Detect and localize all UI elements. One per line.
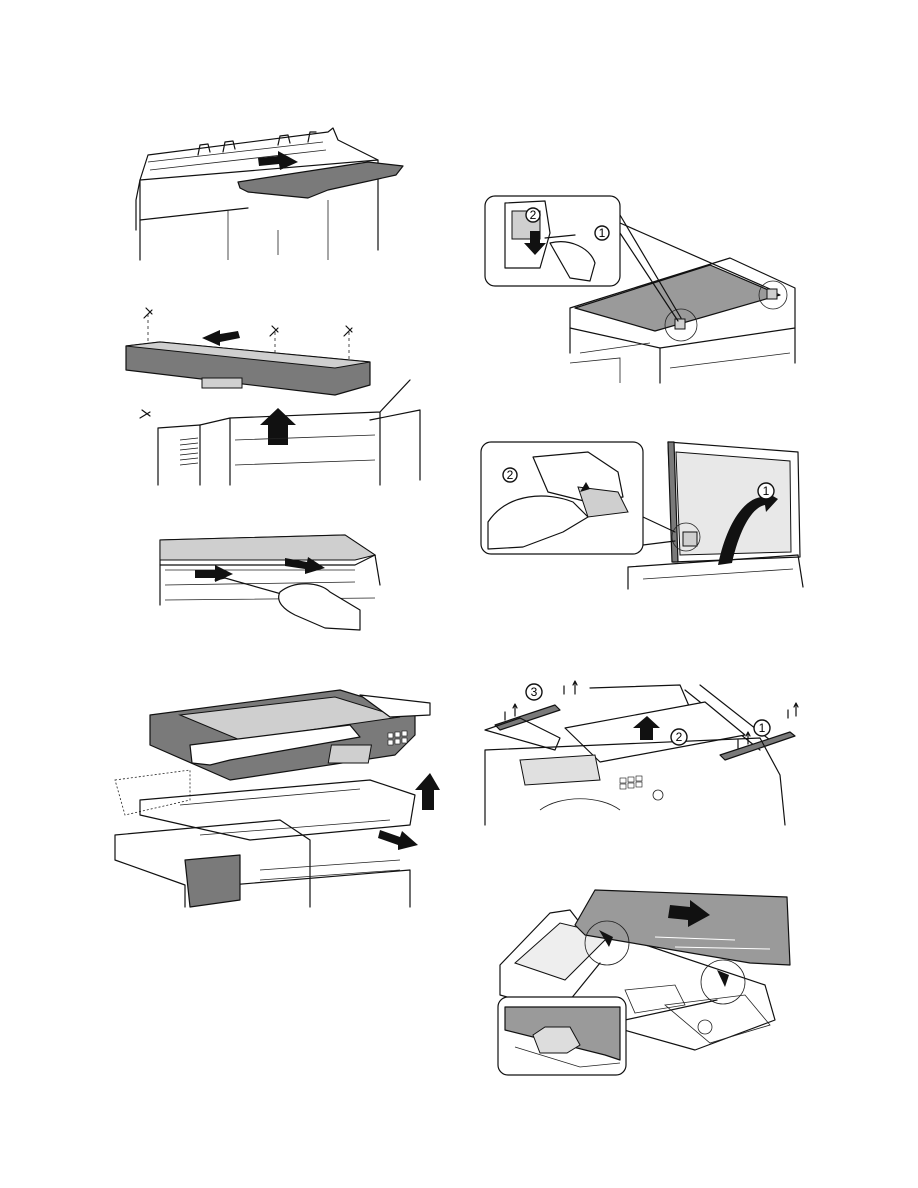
tray-removal-illustration	[128, 120, 408, 265]
svg-text:1: 1	[763, 484, 770, 498]
figure-right-2: 2 1	[478, 437, 808, 589]
figure-left-3	[155, 530, 385, 640]
screw-icon	[564, 681, 577, 694]
callout-number: 1	[595, 226, 609, 240]
scanner-removal-illustration	[110, 685, 430, 907]
figure-right-3: 3 2 1	[480, 680, 805, 825]
glass-install-illustration	[495, 885, 795, 1077]
screw-icon	[344, 326, 352, 362]
callout-number: 2	[503, 468, 517, 482]
svg-text:3: 3	[531, 685, 538, 699]
screw-icon	[144, 308, 152, 346]
screw-icon	[140, 410, 150, 418]
hand-illustration	[279, 584, 360, 630]
figure-left-1	[128, 120, 408, 265]
figure-left-2	[120, 300, 420, 490]
figure-left-4	[110, 685, 430, 907]
svg-text:2: 2	[507, 468, 514, 482]
screw-removal-illustration	[155, 530, 385, 640]
callout-number: 3	[526, 684, 542, 700]
callout-number: 2	[671, 729, 687, 745]
slide-arrow	[195, 565, 233, 582]
lift-arrow	[260, 408, 296, 445]
figure-right-4	[495, 885, 795, 1077]
screw-icon	[505, 704, 517, 720]
svg-text:1: 1	[599, 226, 606, 240]
cover-removal-illustration	[120, 300, 420, 490]
svg-text:2: 2	[676, 730, 683, 744]
screw-icon	[788, 703, 798, 718]
callout-number: 2	[526, 208, 540, 222]
figure-right-1: 2 1	[480, 193, 800, 388]
document-cover-open-illustration: 2 1	[478, 437, 808, 589]
hinge-release-illustration: 2 1	[480, 193, 800, 388]
lift-arrow	[415, 773, 440, 810]
svg-text:1: 1	[759, 721, 766, 735]
callout-number: 1	[754, 720, 770, 736]
callout-number: 1	[758, 483, 774, 499]
svg-text:2: 2	[530, 208, 537, 222]
slide-arrow	[378, 830, 418, 850]
glass-removal-illustration: 3 2 1	[480, 680, 805, 825]
